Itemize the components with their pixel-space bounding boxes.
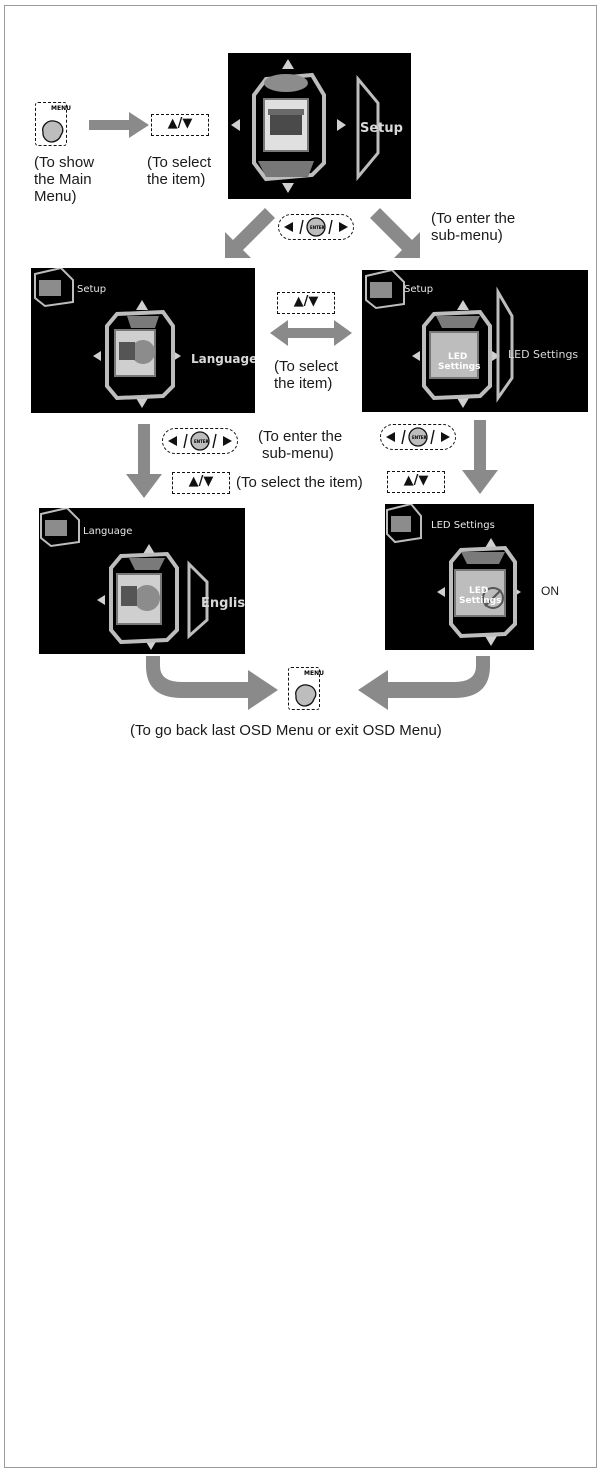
caption-go-back: (To go back last OSD Menu or exit OSD Me… (130, 722, 442, 739)
caption-select-item-row: (To select the item) (236, 474, 363, 491)
screen-item-label: Setup (360, 121, 403, 136)
screen-item-label: LED Settings (508, 348, 579, 361)
arrow-curved-left-icon (358, 656, 490, 710)
screen-cube-text: LED Settings (459, 586, 502, 606)
osd-screen-main-setup: Setup (228, 53, 411, 199)
arrow-right-icon (89, 112, 149, 138)
osd-screen-setup-language: Setup Language (31, 268, 255, 413)
left-enter-right-key-icon: ENTER (162, 428, 238, 454)
arrow-down-icon (462, 420, 498, 494)
up-down-key-icon: ▲/▼ (172, 472, 230, 494)
caption-select-item-top: (To select the item) (147, 154, 212, 188)
left-enter-right-key-icon: ENTER (278, 214, 354, 240)
left-enter-right-key-icon: ENTER (380, 424, 456, 450)
arrow-down-left-icon (225, 208, 275, 258)
arrow-down-right-icon (370, 208, 420, 258)
caption-enter-submenu-top: (To enter the sub-menu) (431, 210, 516, 244)
up-down-key-icon: ▲/▼ (277, 292, 335, 314)
arrow-left-right-icon (270, 320, 352, 346)
screen-cube-text: LED Settings (438, 352, 481, 372)
screen-header: Setup (77, 284, 107, 295)
menu-key-icon: MENU (288, 667, 324, 710)
page-frame (4, 5, 597, 1468)
osd-screen-led-on: LED Settings LED Settings (385, 504, 534, 650)
screen-header: LED Settings (431, 520, 495, 531)
caption-select-item-mid: (To select the item) (274, 358, 339, 392)
screen-item-label: Language (191, 352, 255, 366)
caption-show-main-menu: (To show the Main Menu) (34, 154, 95, 205)
arrow-curved-right-icon (146, 656, 278, 710)
menu-key-icon: MENU (35, 102, 71, 146)
caption-enter-submenu-mid: (To enter the sub-menu) (258, 428, 343, 462)
screen-header: Language (83, 526, 133, 537)
osd-screen-language-english: Language English (39, 508, 245, 654)
arrow-down-icon (126, 424, 162, 498)
screen-item-label: ON (541, 584, 559, 598)
up-down-key-icon: ▲/▼ (387, 471, 445, 493)
up-down-key-icon: ▲/▼ (151, 114, 209, 136)
screen-item-label: English (201, 596, 245, 611)
screen-header: Setup (404, 284, 434, 295)
osd-screen-setup-led: LED Settings Setup LED Settings (362, 270, 588, 412)
